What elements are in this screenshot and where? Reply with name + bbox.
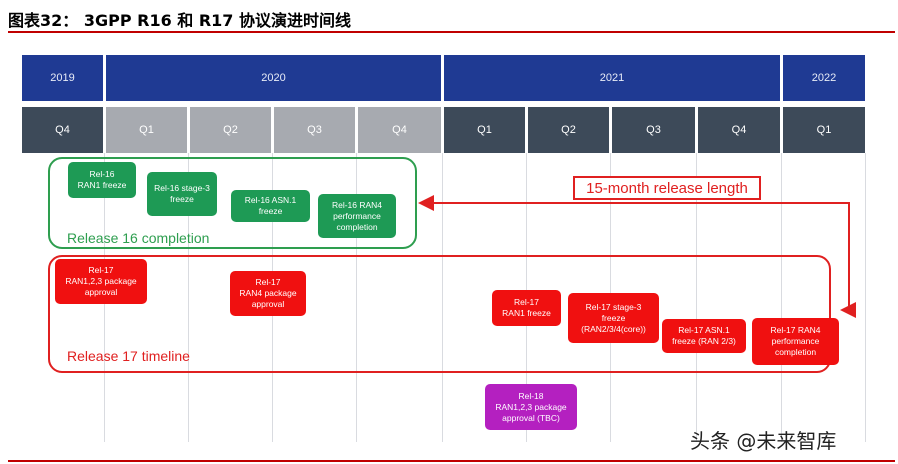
watermark: 头条 @未来智库 [690,429,837,453]
year-2019: 2019 [22,55,103,101]
quarter-2021-q4: Q4 [698,107,780,153]
rel16-ran1-freeze: Rel-16 RAN1 freeze [68,162,136,198]
title-divider [8,31,895,33]
quarter-2020-q4: Q4 [358,107,441,153]
year-2022: 2022 [783,55,865,101]
grid-line [696,153,697,442]
release-16-group [48,157,417,249]
quarter-2022-q1: Q1 [783,107,865,153]
rel17-ran4-performance-completion: Rel-17 RAN4 performance completion [752,318,839,365]
quarter-2019-q4: Q4 [22,107,103,153]
release-17-group [48,255,831,373]
quarter-2020-q2: Q2 [190,107,271,153]
figure-title: 图表32： 3GPP R16 和 R17 协议演进时间线 [8,11,352,30]
rel18-ran123-package-approval: Rel-18 RAN1,2,3 package approval (TBC) [485,384,577,430]
rel17-ran123-package-approval: Rel-17 RAN1,2,3 package approval [55,259,147,304]
rel17-ran1-freeze: Rel-17 RAN1 freeze [492,290,561,326]
grid-line [188,153,189,442]
grid-line [356,153,357,442]
rel16-stage3-freeze: Rel-16 stage-3 freeze [147,172,217,216]
quarter-2020-q3: Q3 [274,107,355,153]
quarter-2021-q2: Q2 [528,107,609,153]
rel17-ran4-package-approval: Rel-17 RAN4 package approval [230,271,306,316]
quarter-2020-q1: Q1 [106,107,187,153]
release-length-callout: 15-month release length [573,176,761,200]
rel16-ran4-performance-completion: Rel-16 RAN4 performance completion [318,194,396,238]
release-16-label: Release 16 completion [67,230,210,246]
quarter-2021-q1: Q1 [444,107,525,153]
grid-line [865,153,866,442]
bottom-divider [8,460,895,462]
rel17-stage3-freeze: Rel-17 stage-3 freeze (RAN2/3/4(core)) [568,293,659,343]
quarter-2021-q3: Q3 [612,107,695,153]
rel17-asn1-freeze: Rel-17 ASN.1 freeze (RAN 2/3) [662,319,746,353]
release-17-label: Release 17 timeline [67,348,190,364]
year-2020: 2020 [106,55,441,101]
rel16-asn1-freeze: Rel-16 ASN.1 freeze [231,190,310,222]
grid-line [442,153,443,442]
grid-line [781,153,782,442]
year-2021: 2021 [444,55,780,101]
